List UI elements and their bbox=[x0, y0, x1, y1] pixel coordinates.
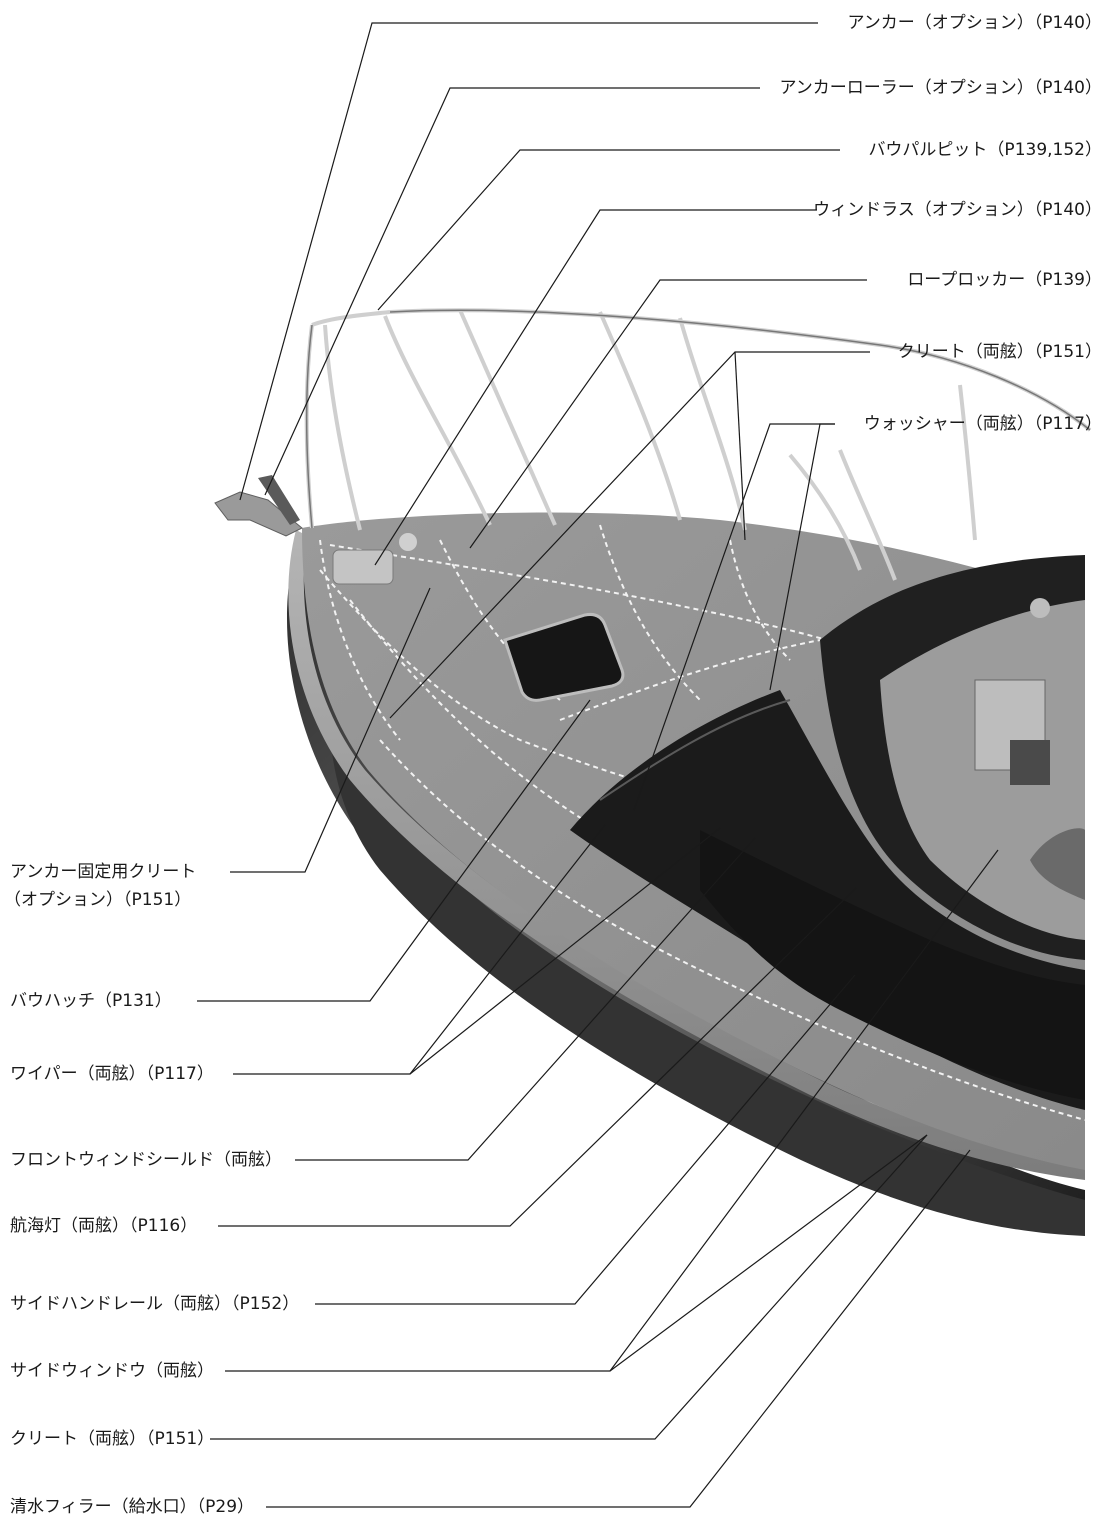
label-bow-pulpit: バウパルピット（P139,152） bbox=[868, 140, 1102, 160]
bow-hatch bbox=[503, 613, 625, 702]
label-cleat-bottom: クリート（両舷）（P151） bbox=[10, 1429, 215, 1449]
label-rope-locker: ロープロッカー（P139） bbox=[907, 270, 1102, 290]
label-anchor-roller: アンカーローラー（オプション）（P140） bbox=[779, 78, 1102, 98]
label-nav-light: 航海灯（両舷）（P116） bbox=[10, 1216, 198, 1236]
label-wiper: ワイパー（両舷）（P117） bbox=[10, 1064, 214, 1084]
label-anchor-cleat: アンカー固定用クリート bbox=[10, 862, 197, 882]
label-water-filler: 清水フィラー（給水口）（P29） bbox=[10, 1497, 255, 1517]
windlass bbox=[332, 549, 394, 585]
label-side-handrail: サイドハンドレール（両舷）（P152） bbox=[10, 1294, 300, 1314]
label-windshield: フロントウィンドシールド（両舷） bbox=[10, 1150, 282, 1170]
label-anchor: アンカー（オプション）（P140） bbox=[847, 13, 1102, 33]
label-windlass: ウィンドラス（オプション）（P140） bbox=[813, 200, 1102, 220]
rub-rail bbox=[288, 530, 1085, 1180]
label-side-window: サイドウィンドウ（両舷） bbox=[10, 1361, 214, 1381]
hull-bottom bbox=[330, 720, 1085, 1236]
label-anchor-cleat-sub: （オプション）（P151） bbox=[4, 890, 192, 910]
side-window bbox=[700, 830, 1085, 1100]
label-washer: ウォッシャー（両舷）（P117） bbox=[863, 414, 1102, 434]
label-cleat-top: クリート（両舷）（P151） bbox=[897, 342, 1102, 362]
anchor bbox=[214, 491, 303, 537]
label-bow-hatch: バウハッチ（P131） bbox=[10, 991, 172, 1011]
